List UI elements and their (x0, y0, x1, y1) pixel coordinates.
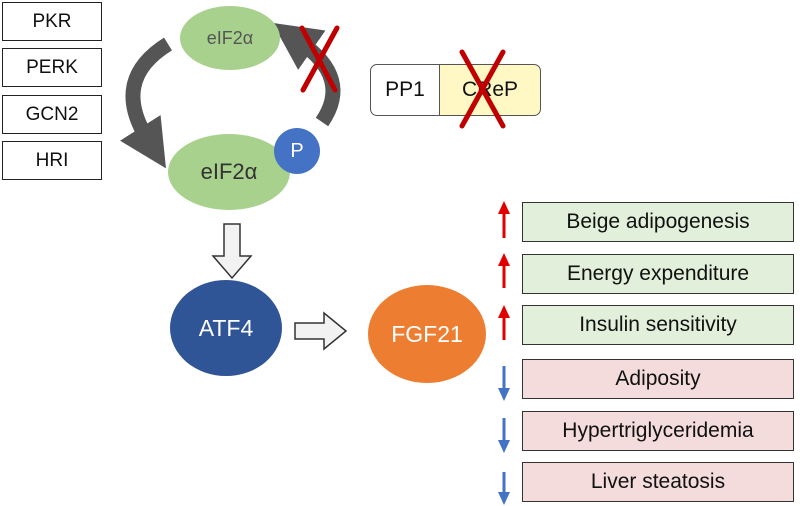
kinase-pkr: PKR (2, 2, 102, 41)
effect-hypertriglyceridemia: Hypertriglyceridemia (522, 411, 794, 451)
effect-beige-adipogenesis: Beige adipogenesis (522, 202, 794, 242)
down-arrow-1 (498, 366, 510, 401)
effect-insulin-sensitivity: Insulin sensitivity (522, 305, 794, 345)
effect-adiposity: Adiposity (522, 359, 794, 399)
down-arrow-3 (498, 472, 510, 505)
up-arrow-2 (498, 253, 510, 288)
effect-liver-steatosis: Liver steatosis (522, 462, 794, 502)
phosphate-circle: P (274, 128, 320, 174)
crep-knockout-cross (459, 49, 506, 129)
atf4-node: ATF4 (170, 280, 282, 376)
crep-label: CReP (461, 78, 519, 101)
fgf21-label: FGF21 (391, 320, 463, 347)
down-arrow-2 (498, 418, 510, 453)
up-arrow-1 (498, 201, 510, 238)
eif2a-bottom-label: eIF2α (200, 159, 258, 184)
dephosphorylation-blocked-cross (299, 25, 340, 93)
up-arrow-3 (498, 305, 510, 340)
eif2a-top-label: eIF2α (206, 27, 254, 48)
eif2a-top: eIF2α (180, 6, 280, 70)
phosphate-label: P (290, 139, 304, 162)
atf4-label: ATF4 (198, 314, 254, 341)
eif2a-bottom: eIF2α (168, 134, 290, 210)
kinase-perk: PERK (2, 48, 102, 87)
effect-energy-expenditure: Energy expenditure (522, 254, 794, 294)
fgf21-node: FGF21 (368, 285, 486, 383)
pp1-label: PP1 (385, 78, 425, 101)
phosphorylation-arrow (120, 37, 173, 169)
right-block-arrow (294, 311, 348, 351)
kinase-hri: HRI (2, 141, 102, 180)
kinase-gcn2: GCN2 (2, 95, 102, 134)
pp1-box: PP1 (370, 64, 440, 116)
down-block-arrow (211, 223, 253, 280)
